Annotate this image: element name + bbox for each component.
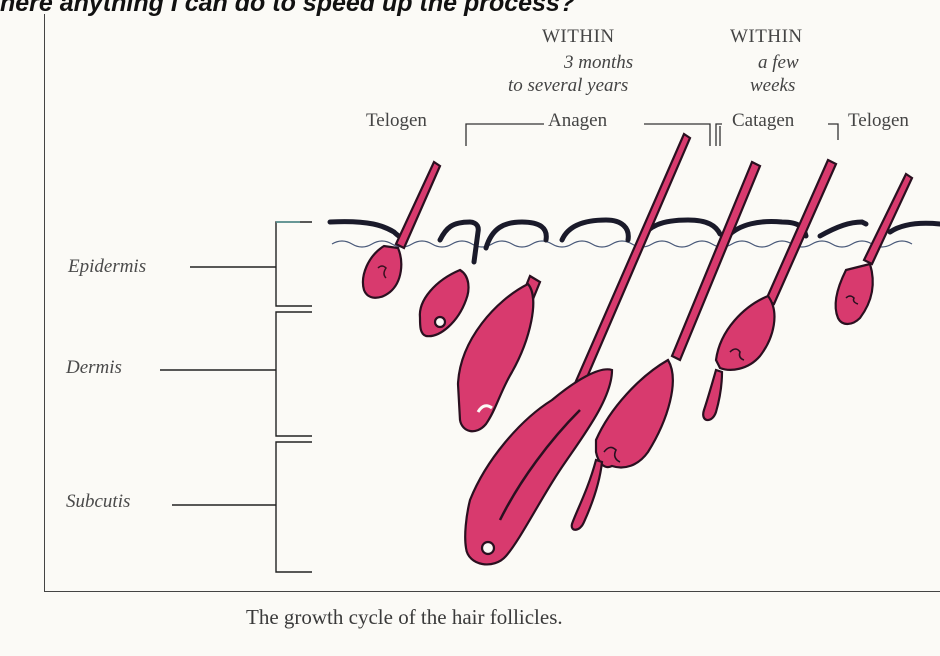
follicle-catagen	[703, 160, 836, 420]
phase-brackets	[466, 124, 838, 146]
follicles	[363, 134, 912, 564]
layer-brackets	[160, 222, 312, 572]
follicle-telogen-2	[836, 174, 912, 324]
follicle-anagen-1	[420, 270, 469, 336]
follicle-telogen-1	[363, 162, 440, 298]
skin-wave-line	[332, 241, 912, 247]
follicle-anagen-2	[458, 276, 540, 431]
